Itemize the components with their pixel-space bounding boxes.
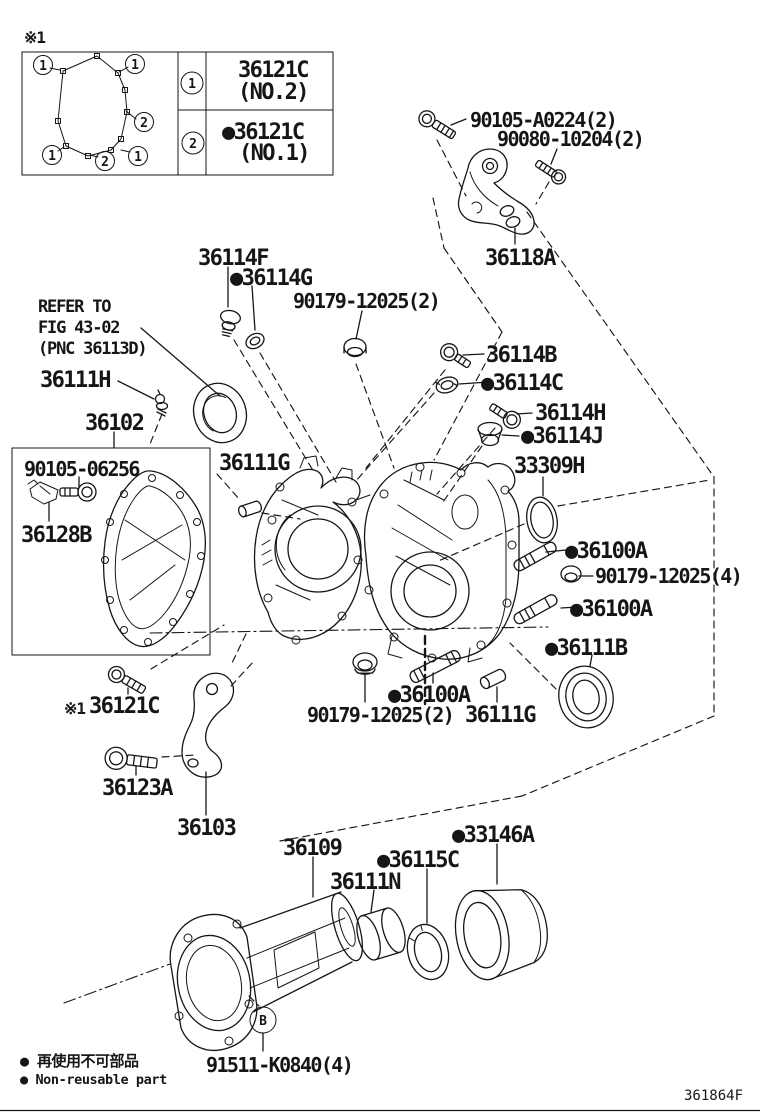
gasket-marker: 1 — [131, 58, 139, 73]
label-33309h: 33309H — [514, 454, 585, 479]
plug-36100a-bottom-part — [352, 652, 378, 675]
label-90105-a0224: 90105-A0224(2) — [470, 108, 618, 132]
figure-code: 361864F — [684, 1088, 744, 1104]
leader-lines — [48, 118, 594, 1052]
label-refer-to: REFER TO — [38, 297, 111, 317]
pin-36111g-2-part — [479, 668, 507, 690]
label-pnc-36113d: (PNC 36113D) — [38, 339, 148, 359]
gasket-marker: 2 — [101, 155, 109, 170]
label-36111n: 36111N — [330, 870, 401, 895]
label-36109: 36109 — [283, 836, 343, 861]
gasket-marker: 1 — [134, 150, 142, 165]
label-36118a: 36118A — [485, 246, 556, 271]
legend-key-2: 2 — [189, 137, 197, 152]
label-36121c: 36121C — [89, 694, 160, 719]
oring-33309h-part — [526, 496, 558, 544]
label-36103: 36103 — [177, 816, 237, 841]
breather-36111h-part — [154, 389, 169, 417]
label-36102: 36102 — [85, 411, 145, 436]
b-marker-letter: B — [259, 1014, 267, 1029]
legend-sub-1: (NO.2) — [238, 80, 309, 105]
label-90080-10204: 90080-10204(2) — [497, 127, 645, 151]
nut-90179-12025-2-part — [343, 337, 367, 358]
legend-gasket-diagram: 1 1 2 1 2 1 — [33, 53, 154, 171]
ring-36114g-part — [245, 332, 265, 350]
label-36115c: ●36115C — [377, 848, 460, 873]
bolt-36114h-part — [489, 403, 522, 429]
label-33146a: ●33146A — [452, 823, 535, 848]
bolt-90105-06256-part — [59, 482, 97, 502]
label-36123a: 36123A — [102, 776, 173, 801]
stud-36100a-3-part — [409, 649, 461, 683]
note-mark-top: ※1 — [24, 28, 46, 47]
label-36114h: 36114H — [535, 401, 606, 426]
label-36100a-1: ●36100A — [565, 539, 648, 564]
label-36114f: 36114F — [198, 246, 269, 271]
label-36111b: ●36111B — [545, 636, 628, 661]
legend-part-2: ●36121C — [222, 120, 305, 145]
gasket-marker: 1 — [39, 59, 47, 74]
seal-36115c-part — [406, 923, 450, 981]
housing-main-part — [253, 455, 520, 663]
seal-36111b-part — [558, 665, 614, 729]
cover-box-36102 — [11, 447, 211, 656]
footnote-japanese: ● 再使用不可部品 — [20, 1052, 139, 1070]
bolt-36114b-part — [439, 343, 472, 369]
label-91511-k0840: 91511-K0840(4) — [206, 1053, 354, 1077]
bolt-36123a-part — [104, 746, 158, 770]
label-36114j: ●36114J — [521, 424, 604, 449]
label-36128b: 36128B — [21, 523, 92, 548]
legend-table: 1 2 — [21, 51, 334, 176]
sleeve-36111n-part — [356, 907, 406, 961]
gasket-marker: 1 — [48, 149, 56, 164]
bracket-36118a-part — [457, 148, 535, 235]
assembly-dashed-lines — [63, 139, 715, 1007]
label-36100a-2: ●36100A — [570, 597, 653, 622]
pin-36111g-1-part — [238, 500, 262, 518]
label-90179-12025-4: 90179-12025(4) — [595, 564, 743, 588]
cover-36102-part — [101, 470, 206, 648]
bolt-90105-a0224 — [418, 110, 457, 140]
label-36100a-3: ●36100A — [388, 683, 471, 708]
legend-sub-2: (NO.1) — [239, 141, 310, 166]
label-36114g: ●36114G — [230, 266, 313, 291]
label-36114b: 36114B — [486, 343, 557, 368]
bolt-90080-10204 — [534, 159, 567, 185]
label-36111g-1: 36111G — [219, 451, 290, 476]
label-36114c: ●36114C — [481, 371, 564, 396]
label-36111h: 36111H — [40, 368, 111, 393]
stud-36100a-2-part — [513, 594, 558, 625]
gasket-marker: 2 — [140, 116, 148, 131]
nut-90179-12025-4-part — [560, 565, 582, 583]
label-90179-12025-2-bottom: 90179-12025(2) — [307, 703, 455, 727]
extension-housing-36109-part — [169, 891, 364, 1052]
washer-36114c-part — [434, 376, 459, 394]
footnote-english: ● Non-reusable part — [20, 1072, 167, 1088]
label-36111g-2: 36111G — [465, 703, 536, 728]
bolt-36121c-part — [107, 665, 147, 694]
legend-part-1: 36121C — [238, 58, 309, 83]
bushing-33146a-part — [454, 889, 548, 981]
stud-36100a-1-part — [513, 541, 557, 572]
fork-36123a-part — [181, 672, 235, 778]
label-fig-43-02: FIG 43-02 — [38, 318, 121, 338]
label-90179-12025-2-top: 90179-12025(2) — [293, 289, 441, 313]
legend-key-1: 1 — [188, 77, 196, 92]
plug-36114f-part — [219, 309, 241, 338]
grommet-36114j-part — [477, 421, 503, 447]
label-90105-06256: 90105-06256 — [24, 457, 140, 481]
note-mark-36121c: ※1 — [64, 699, 86, 718]
b-marker-circle: B — [249, 1006, 277, 1034]
seal-refer-fig-part — [192, 382, 248, 444]
